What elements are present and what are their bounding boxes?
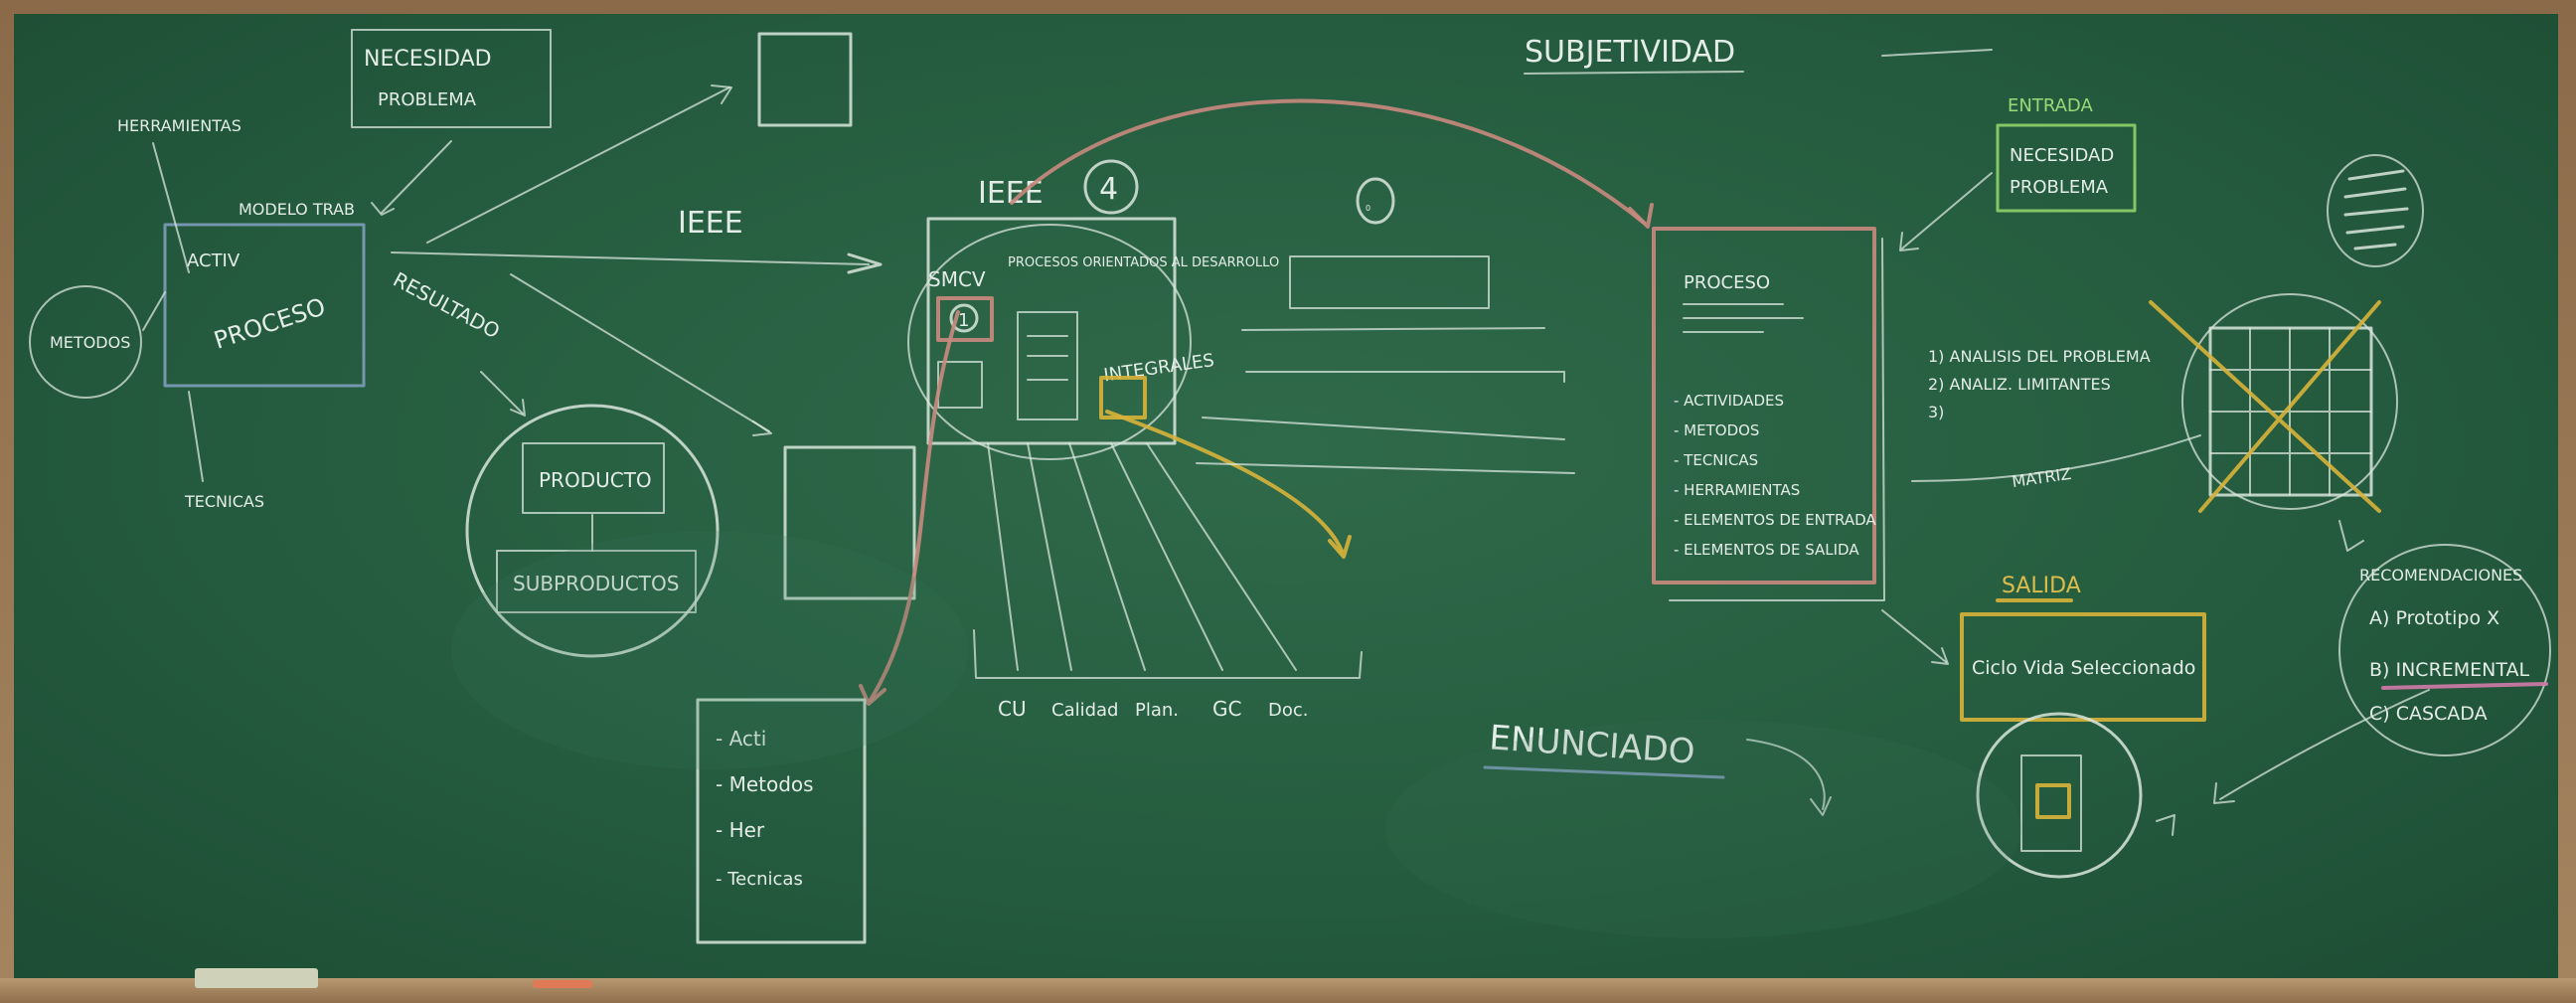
recomendaciones-group: RECOMENDACIONES A) Prototipo X B) INCREM… bbox=[2213, 520, 2551, 804]
bottom-label-doc: Doc. bbox=[1268, 700, 1309, 721]
recomendacion-b: B) INCREMENTAL bbox=[2369, 659, 2530, 681]
bottom-label-calidad: Calidad bbox=[1051, 700, 1118, 721]
red-arc-down bbox=[869, 310, 960, 702]
matriz-label: MATRIZ bbox=[2011, 464, 2072, 491]
step-3: 3) bbox=[1928, 403, 1944, 421]
empty-box-mid bbox=[783, 445, 916, 600]
chalk-drawing: SUBJETIVIDAD NECESIDAD PROBLEMA HERRAMIE… bbox=[29, 29, 2551, 944]
chalk-tray bbox=[0, 978, 2576, 1003]
title-subjetividad: SUBJETIVIDAD bbox=[1525, 35, 1735, 70]
proceso-box bbox=[163, 223, 366, 388]
smcv-number: 1 bbox=[958, 310, 969, 331]
zero-label: 0 bbox=[1366, 204, 1370, 213]
step-2: 2) ANALIZ. LIMITANTES bbox=[1928, 375, 2111, 394]
problema-label: PROBLEMA bbox=[378, 89, 477, 110]
fanout-arrows: CU Calidad Plan. GC Doc. bbox=[973, 442, 1363, 721]
lower-item-3: - Tecnicas bbox=[716, 869, 803, 890]
proceso-label: PROCESO bbox=[211, 292, 329, 355]
subproductos-label: SUBPRODUCTOS bbox=[513, 572, 679, 595]
activ-label: ACTIV bbox=[187, 251, 241, 271]
ieee-cluster: IEEE 4 SMCV 1 PROCESOS ORIENTADOS AL DES… bbox=[907, 159, 1352, 559]
matrix-circle bbox=[2149, 293, 2398, 513]
ieee-arrow-label: IEEE bbox=[678, 206, 743, 241]
entrada-line-2: PROBLEMA bbox=[2010, 177, 2109, 198]
steps-list: 1) ANALISIS DEL PROBLEMA 2) ANALIZ. LIMI… bbox=[1911, 347, 2201, 491]
salida-text: Ciclo Vida Seleccionado bbox=[1972, 657, 2195, 679]
necesidad-box bbox=[351, 29, 552, 128]
bottom-label-cu: CU bbox=[998, 697, 1027, 721]
tecnicas-label: TECNICAS bbox=[184, 492, 264, 511]
proceso-item-4: - ELEMENTOS DE ENTRADA bbox=[1674, 511, 1876, 529]
lower-item-1: - Metodos bbox=[716, 772, 814, 796]
chalk-piece bbox=[533, 980, 592, 988]
chalkboard: SUBJETIVIDAD NECESIDAD PROBLEMA HERRAMIE… bbox=[14, 14, 2558, 978]
entrada-label: ENTRADA bbox=[2008, 95, 2093, 116]
lower-item-2: - Her bbox=[716, 818, 765, 842]
bottom-label-plan: Plan. bbox=[1135, 700, 1179, 721]
result-circle bbox=[1976, 712, 2175, 879]
integrales-label: INTEGRALES bbox=[1102, 350, 1215, 386]
process-arrows: IEEE bbox=[391, 84, 883, 436]
smcv-label: SMCV bbox=[928, 267, 986, 291]
bottom-label-gc: GC bbox=[1212, 697, 1241, 721]
zero-and-lines: 0 bbox=[1196, 177, 1575, 474]
metodos-label: METODOS bbox=[50, 333, 130, 352]
ieee-heading: IEEE bbox=[978, 176, 1044, 211]
producto-label: PRODUCTO bbox=[539, 468, 652, 492]
proceso-item-5: - ELEMENTOS DE SALIDA bbox=[1674, 541, 1859, 559]
proceso-card-title: PROCESO bbox=[1684, 272, 1770, 293]
proceso-card: PROCESO - ACTIVIDADES - METODOS - TECNIC… bbox=[1652, 227, 1885, 601]
ieee-number: 4 bbox=[1099, 172, 1118, 207]
lower-item-0: - Acti bbox=[716, 727, 766, 751]
empty-box-top bbox=[757, 32, 853, 127]
proceso-item-3: - HERRAMIENTAS bbox=[1674, 481, 1800, 499]
salida-label: SALIDA bbox=[2002, 574, 2081, 598]
proceso-item-1: - METODOS bbox=[1674, 421, 1759, 439]
recomendaciones-title: RECOMENDACIONES bbox=[2359, 566, 2522, 585]
salida-group: SALIDA Ciclo Vida Seleccionado bbox=[1881, 574, 2206, 722]
red-arc-top bbox=[1010, 98, 1646, 225]
step-1: 1) ANALISIS DEL PROBLEMA bbox=[1928, 347, 2151, 366]
modelo-label: MODELO TRAB bbox=[239, 200, 355, 219]
proceso-item-2: - TECNICAS bbox=[1674, 451, 1758, 469]
proceso-item-0: - ACTIVIDADES bbox=[1674, 392, 1784, 410]
product-circle: PRODUCTO SUBPRODUCTOS bbox=[465, 404, 720, 658]
procesos-label: PROCESOS ORIENTADOS AL DESARROLLO bbox=[1008, 255, 1279, 270]
metodos-circle bbox=[29, 285, 142, 399]
hatch-circle bbox=[2327, 154, 2424, 267]
herramientas-label: HERRAMIENTAS bbox=[117, 116, 242, 135]
left-process-node: NECESIDAD PROBLEMA HERRAMIENTAS MODELO T… bbox=[29, 29, 552, 511]
entrada-line-1: NECESIDAD bbox=[2010, 145, 2114, 166]
lower-list-box: - Acti - Metodos - Her - Tecnicas bbox=[696, 698, 867, 944]
title-group: SUBJETIVIDAD bbox=[1524, 35, 1993, 75]
resultado-label: RESULTADO bbox=[390, 267, 504, 343]
entrada-group: ENTRADA NECESIDAD PROBLEMA bbox=[1899, 95, 2137, 251]
recomendacion-a: A) Prototipo X bbox=[2369, 607, 2499, 629]
recomendacion-c: C) CASCADA bbox=[2369, 703, 2488, 725]
necesidad-label: NECESIDAD bbox=[364, 47, 492, 72]
eraser bbox=[195, 968, 318, 988]
